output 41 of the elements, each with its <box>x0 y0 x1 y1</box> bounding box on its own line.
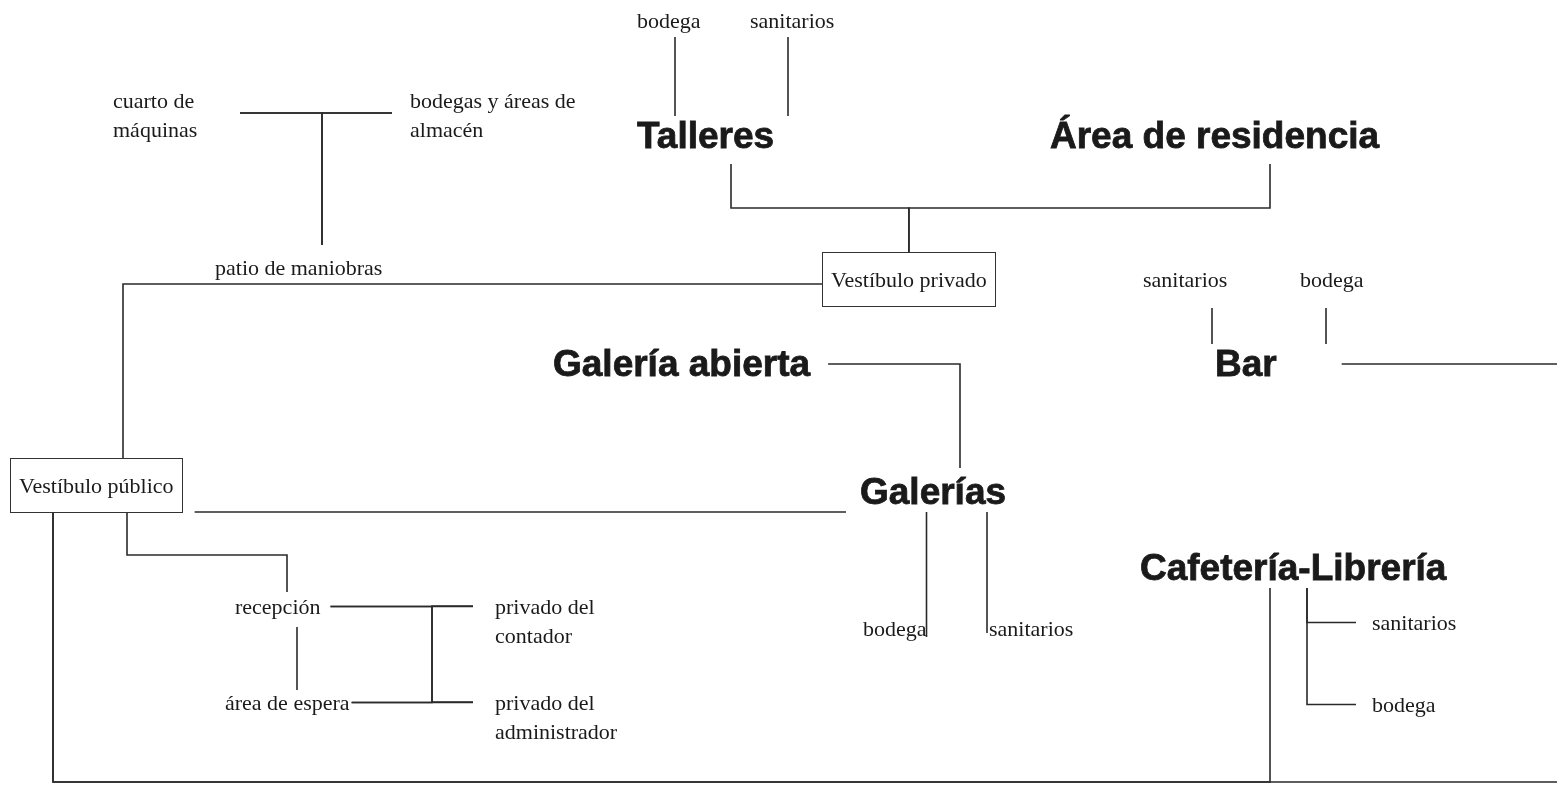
room-label: patio de maniobras <box>215 253 383 282</box>
connector-line <box>908 163 1271 253</box>
connector-line <box>1325 307 1327 345</box>
room-label: bodegas y áreas de almacén <box>410 86 600 144</box>
area-heading: Área de residencia <box>1050 116 1380 156</box>
room-label: bodega <box>637 6 701 35</box>
connector-line <box>986 511 988 634</box>
connector-line <box>1211 307 1213 345</box>
room-label: bodega <box>1300 265 1364 294</box>
room-label: sanitarios <box>1372 608 1457 637</box>
room-label: sanitarios <box>750 6 835 35</box>
room-box: Vestíbulo público <box>10 458 183 513</box>
area-heading: Galerías <box>860 472 1007 512</box>
room-label: cuarto de máquinas <box>113 86 228 144</box>
connector-line <box>350 701 474 704</box>
room-label: sanitarios <box>1143 265 1228 294</box>
room-label: privado del contador <box>495 592 645 650</box>
connector-line <box>787 36 789 117</box>
connector-line <box>827 363 961 469</box>
area-heading: Bar <box>1215 344 1277 384</box>
connector-line <box>193 511 847 513</box>
room-label: área de espera <box>225 688 350 717</box>
connector-line <box>1340 363 1557 365</box>
connector-line <box>1306 587 1357 706</box>
connector-line <box>925 511 928 638</box>
room-label: privado del administrador <box>495 688 665 746</box>
area-heading: Galería abierta <box>553 344 811 384</box>
area-heading: Talleres <box>637 116 775 156</box>
room-box: Vestíbulo privado <box>822 252 996 307</box>
connector-line <box>321 112 393 246</box>
connector-line <box>52 512 1557 783</box>
connector-line <box>674 36 676 117</box>
connector-line <box>329 605 474 703</box>
room-label: bodega <box>863 614 927 643</box>
room-label: sanitarios <box>989 614 1074 643</box>
connector-line <box>126 512 288 593</box>
room-label: bodega <box>1372 690 1436 719</box>
area-heading: Cafetería-Librería <box>1140 548 1447 588</box>
connector-line <box>296 626 298 691</box>
connector-line <box>122 283 823 459</box>
room-label: recepción <box>235 592 321 621</box>
